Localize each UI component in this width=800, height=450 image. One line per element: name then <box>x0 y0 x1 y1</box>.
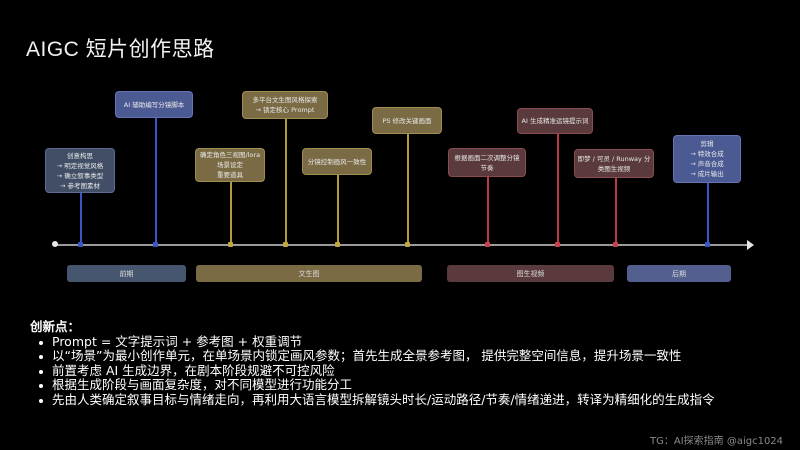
timeline-node <box>405 242 410 247</box>
box-line: → 确立叙事类型 <box>56 171 104 180</box>
innovation-bullet: 根据生成阶段与画面复杂度，对不同模型进行功能分工 <box>39 377 715 393</box>
box-line: → 特效合成 <box>690 150 724 158</box>
page-title: AIGC 短片创作思路 <box>26 38 215 61</box>
phase-label: 图生视频 <box>516 269 545 278</box>
box-line: AI 生成精准运镜提示词 <box>521 117 589 125</box>
box-line: AI 辅助编写分镜脚本 <box>123 100 185 109</box>
box-storyboard-rhythm: 根据画面二次调整分镜 节奏 <box>448 148 526 177</box>
stem-creative <box>80 193 82 244</box>
phase-label: 后期 <box>672 269 686 278</box>
innovation-bullet: Prompt = 文字提示词 + 参考图 + 权重调节 <box>39 334 715 350</box>
timeline-node <box>705 242 710 247</box>
box-creative-concept: 创意构思 → 明定视觉风格 → 确立叙事类型 → 参考图素材 <box>45 148 115 193</box>
timeline-node <box>613 242 618 247</box>
stem-edit <box>707 183 709 244</box>
box-line: 创意构思 <box>67 151 93 160</box>
timeline-node <box>78 242 83 247</box>
box-camera-prompts: AI 生成精准运镜提示词 <box>517 108 593 134</box>
phase-image-to-video: 图生视频 <box>447 265 614 282</box>
box-line: 重要道具 <box>217 171 243 179</box>
box-line: → 成片输出 <box>690 170 724 178</box>
box-line: 即梦 / 可灵 / Runway 分 <box>577 154 651 163</box>
innovation-heading: 创新点： <box>30 319 81 334</box>
timeline-node <box>283 242 288 247</box>
box-post-edit: 剪辑 → 特效合成 → 声音合成 → 成片输出 <box>673 135 741 183</box>
box-ps-edit: PS 修改关键画面 <box>372 107 442 134</box>
box-line: 场景设定 <box>217 161 243 169</box>
box-line: PS 修改关键画面 <box>382 116 432 125</box>
innovation-section: 创新点： Prompt = 文字提示词 + 参考图 + 权重调节 以“场景”为最… <box>30 319 715 408</box>
phase-post-production: 后期 <box>627 265 731 282</box>
timeline-node <box>555 242 560 247</box>
box-line: 确定角色三视图/lora <box>199 151 261 159</box>
phase-label: 前期 <box>119 269 134 278</box>
stem-camera <box>557 134 559 244</box>
innovation-bullet: 先由人类确定叙事目标与情绪走向，再利用大语言模型拆解镜头时长/运动路径/节奏/情… <box>39 391 715 407</box>
stem-rhythm <box>487 177 489 244</box>
timeline-node <box>335 242 340 247</box>
timeline-node <box>485 242 490 247</box>
watermark: TG：AI探索指南 @aigc1024 <box>650 436 784 447</box>
box-ai-script: AI 辅助编写分镜脚本 <box>115 91 193 118</box>
box-character-design: 确定角色三视图/lora 场景设定 重要道具 <box>195 148 265 182</box>
innovation-bullet: 前置考虑 AI 生成边界，在剧本阶段规避不可控风险 <box>39 363 715 379</box>
timeline-start-dot <box>52 241 58 247</box>
stem-tools <box>615 178 617 244</box>
timeline-arrow-icon <box>747 240 754 250</box>
phase-pre-production: 前期 <box>67 265 186 282</box>
phase-label: 文生图 <box>298 269 320 278</box>
phase-text-to-image: 文生图 <box>196 265 422 282</box>
innovation-list: Prompt = 文字提示词 + 参考图 + 权重调节 以“场景”为最小创作单元… <box>30 334 715 408</box>
box-line: 分镜控制画风一致性 <box>307 157 367 166</box>
timeline-node <box>228 242 233 247</box>
timeline-node <box>153 242 158 247</box>
box-line: 类图生视频 <box>597 164 631 173</box>
stem-style <box>285 119 287 244</box>
timeline-axis <box>56 244 750 246</box>
box-line: 节奏 <box>480 163 494 172</box>
stem-character <box>230 182 232 244</box>
stem-consistency <box>337 175 339 244</box>
box-line: 剪辑 <box>700 140 714 148</box>
box-line: → 参考图素材 <box>59 181 100 190</box>
box-consistency: 分镜控制画风一致性 <box>302 148 372 175</box>
box-line: → 明定视觉风格 <box>56 161 104 170</box>
stem-script <box>155 118 157 244</box>
box-line: → 声音合成 <box>690 160 724 168</box>
innovation-bullet: 以“场景”为最小创作单元，在单场景内锁定画风参数；首先生成全景参考图， 提供完整… <box>39 348 715 364</box>
box-line: 多平台文生图风格探索 <box>252 96 318 104</box>
box-video-tools: 即梦 / 可灵 / Runway 分 类图生视频 <box>574 149 654 178</box>
box-line: 根据画面二次调整分镜 <box>454 153 520 162</box>
box-line: → 锁定核心 Prompt <box>255 106 315 114</box>
stem-ps <box>407 134 409 244</box>
box-style-exploration: 多平台文生图风格探索 → 锁定核心 Prompt <box>242 91 328 119</box>
